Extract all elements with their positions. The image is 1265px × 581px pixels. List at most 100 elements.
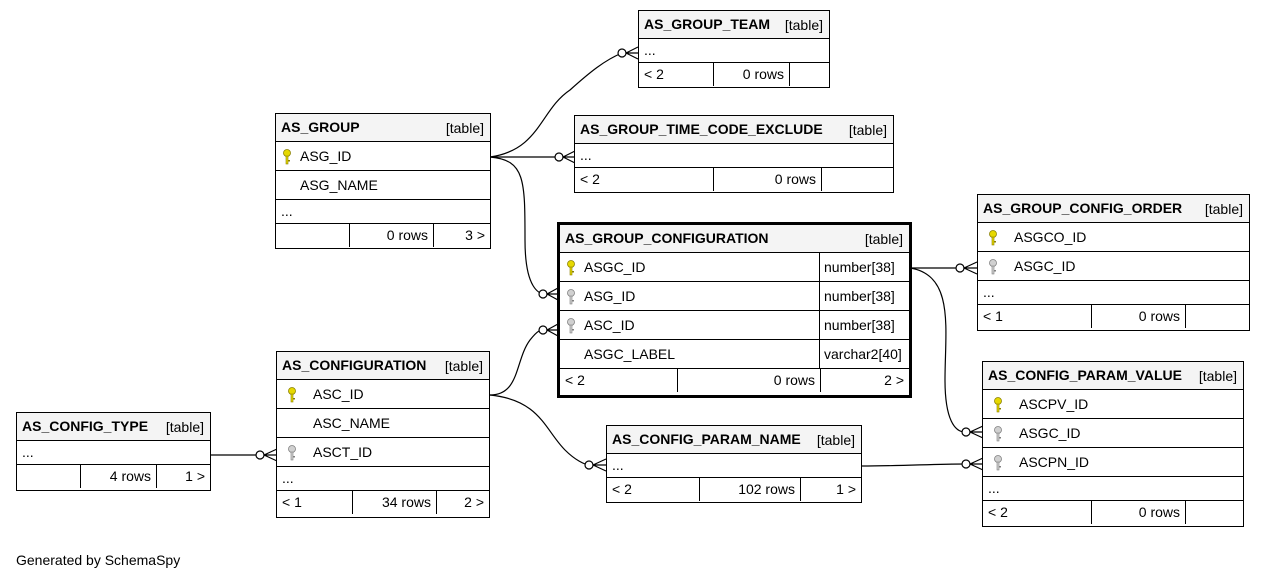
column-type: number[38] [819, 253, 909, 281]
table-as-group-config-order[interactable]: AS_GROUP_CONFIG_ORDER [table] ASGCO_ID A… [977, 194, 1250, 331]
table-name: AS_GROUP_CONFIGURATION [565, 230, 769, 246]
table-tag: [table] [784, 17, 823, 33]
table-header: AS_CONFIGURATION [table] [277, 352, 489, 380]
more-columns-ellipsis: ... [983, 477, 1243, 501]
table-tag: [table] [1204, 201, 1243, 217]
column-row: ASCPV_ID [983, 390, 1243, 419]
column-name: ASC_ID [313, 386, 364, 402]
table-footer: < 1 34 rows 2 > [277, 491, 489, 514]
children-count [1186, 501, 1243, 524]
column-type: number[38] [819, 282, 909, 310]
column-row: ASC_ID number[38] [560, 311, 909, 340]
table-as-group[interactable]: AS_GROUP [table] ASG_ID ASG_NAME ... 0 r… [275, 113, 491, 249]
primary-key-icon [288, 387, 296, 403]
crowfoot-prongs [625, 46, 639, 60]
crowfoot-circle [961, 427, 971, 437]
column-name: ASGC_ID [1014, 258, 1076, 274]
table-name: AS_CONFIGURATION [282, 357, 427, 373]
edge-as-configuration-to-as-config-param-name [489, 394, 591, 466]
foreign-key-icon [567, 318, 575, 334]
crowfoot-circle [584, 460, 594, 470]
children-count [822, 168, 893, 191]
column-row: ASGC_ID [983, 419, 1243, 448]
crowfoot-circle [961, 459, 971, 469]
table-name: AS_CONFIG_PARAM_VALUE [988, 367, 1182, 383]
foreign-key-icon [288, 445, 296, 461]
row-count: 102 rows [700, 478, 801, 501]
table-header: AS_CONFIG_TYPE [table] [17, 413, 210, 441]
table-header: AS_CONFIG_PARAM_NAME [table] [607, 426, 861, 454]
children-count: 2 > [464, 494, 484, 510]
foreign-key-icon [567, 289, 575, 305]
edge-as-group-to-as-group-configuration [489, 156, 546, 295]
parents-count: < 2 [560, 369, 678, 392]
table-as-group-team[interactable]: AS_GROUP_TEAM [table] ... < 2 0 rows [638, 10, 830, 88]
column-row: ASGC_ID [978, 252, 1249, 281]
column-name: ASGC_LABEL [584, 346, 676, 362]
parents-count [276, 224, 350, 247]
column-name: ASC_NAME [313, 415, 391, 431]
parents-count: < 2 [607, 478, 700, 501]
table-as-config-type[interactable]: AS_CONFIG_TYPE [table] ... 4 rows 1 > [16, 412, 211, 491]
column-type: number[38] [819, 311, 909, 339]
column-row: ASGC_LABEL varchar2[40] [560, 340, 909, 369]
crowfoot-circle [554, 152, 564, 162]
parents-count: < 2 [575, 168, 714, 191]
table-as-group-configuration[interactable]: AS_GROUP_CONFIGURATION [table] ASGC_ID n… [557, 222, 912, 398]
table-name: AS_CONFIG_TYPE [22, 418, 149, 434]
crowfoot-circle [538, 289, 548, 299]
parents-count: < 2 [983, 501, 1092, 524]
column-row: ASG_NAME [276, 171, 490, 200]
table-tag: [table] [848, 122, 887, 138]
parents-count: < 2 [639, 63, 714, 86]
column-name: ASC_ID [584, 317, 635, 333]
edge-as-group-configuration-to-as-config-param-value [909, 267, 966, 433]
column-name: ASG_NAME [300, 177, 378, 193]
table-name: AS_GROUP_TEAM [644, 16, 771, 32]
generated-by-label: Generated by SchemaSpy [16, 552, 181, 568]
column-name: ASCT_ID [313, 444, 373, 460]
column-name: ASCPV_ID [1019, 396, 1089, 412]
column-row: ASG_ID [276, 142, 490, 171]
table-header: AS_GROUP [table] [276, 114, 490, 142]
table-header: AS_GROUP_TEAM [table] [639, 11, 829, 39]
parents-count: < 1 [978, 305, 1092, 328]
foreign-key-icon [994, 426, 1002, 442]
children-count [1186, 305, 1249, 328]
table-as-config-param-value[interactable]: AS_CONFIG_PARAM_VALUE [table] ASCPV_ID A… [982, 361, 1244, 527]
column-row: ASC_ID [277, 380, 489, 409]
children-count: 1 > [836, 481, 856, 497]
crowfoot-prongs [963, 261, 978, 275]
row-count: 0 rows [1092, 305, 1186, 328]
table-tag: [table] [864, 231, 903, 247]
crowfoot-circle [538, 325, 548, 335]
table-name: AS_GROUP_CONFIG_ORDER [983, 200, 1183, 216]
primary-key-icon [283, 149, 291, 165]
primary-key-icon [994, 397, 1002, 413]
table-footer: < 2 0 rows [639, 63, 829, 86]
more-columns-ellipsis: ... [575, 144, 893, 168]
row-count: 4 rows [81, 465, 157, 488]
table-as-configuration[interactable]: AS_CONFIGURATION [table] ASC_ID ASC_NAME… [276, 351, 490, 518]
row-count: 0 rows [678, 369, 821, 392]
crowfoot-circle [955, 263, 965, 273]
more-columns-ellipsis: ... [639, 39, 829, 63]
table-footer: < 2 0 rows [983, 501, 1243, 524]
children-count: 3 > [465, 227, 485, 243]
more-columns-ellipsis: ... [17, 441, 210, 465]
column-type: varchar2[40] [819, 340, 909, 368]
more-columns-ellipsis: ... [277, 467, 489, 491]
table-name: AS_GROUP_TIME_CODE_EXCLUDE [580, 121, 823, 137]
row-count: 0 rows [350, 224, 434, 247]
column-row: ASC_NAME [277, 409, 489, 438]
table-as-config-param-name[interactable]: AS_CONFIG_PARAM_NAME [table] ... < 2 102… [606, 425, 862, 503]
table-footer: < 1 0 rows [978, 305, 1249, 328]
foreign-key-icon [994, 455, 1002, 471]
row-count: 34 rows [353, 491, 437, 514]
foreign-key-icon [989, 259, 997, 275]
more-columns-ellipsis: ... [978, 281, 1249, 305]
primary-key-icon [989, 230, 997, 246]
table-as-group-time-code-exclude[interactable]: AS_GROUP_TIME_CODE_EXCLUDE [table] ... <… [574, 115, 894, 193]
table-footer: < 2 0 rows [575, 168, 893, 191]
more-columns-ellipsis: ... [607, 454, 861, 478]
